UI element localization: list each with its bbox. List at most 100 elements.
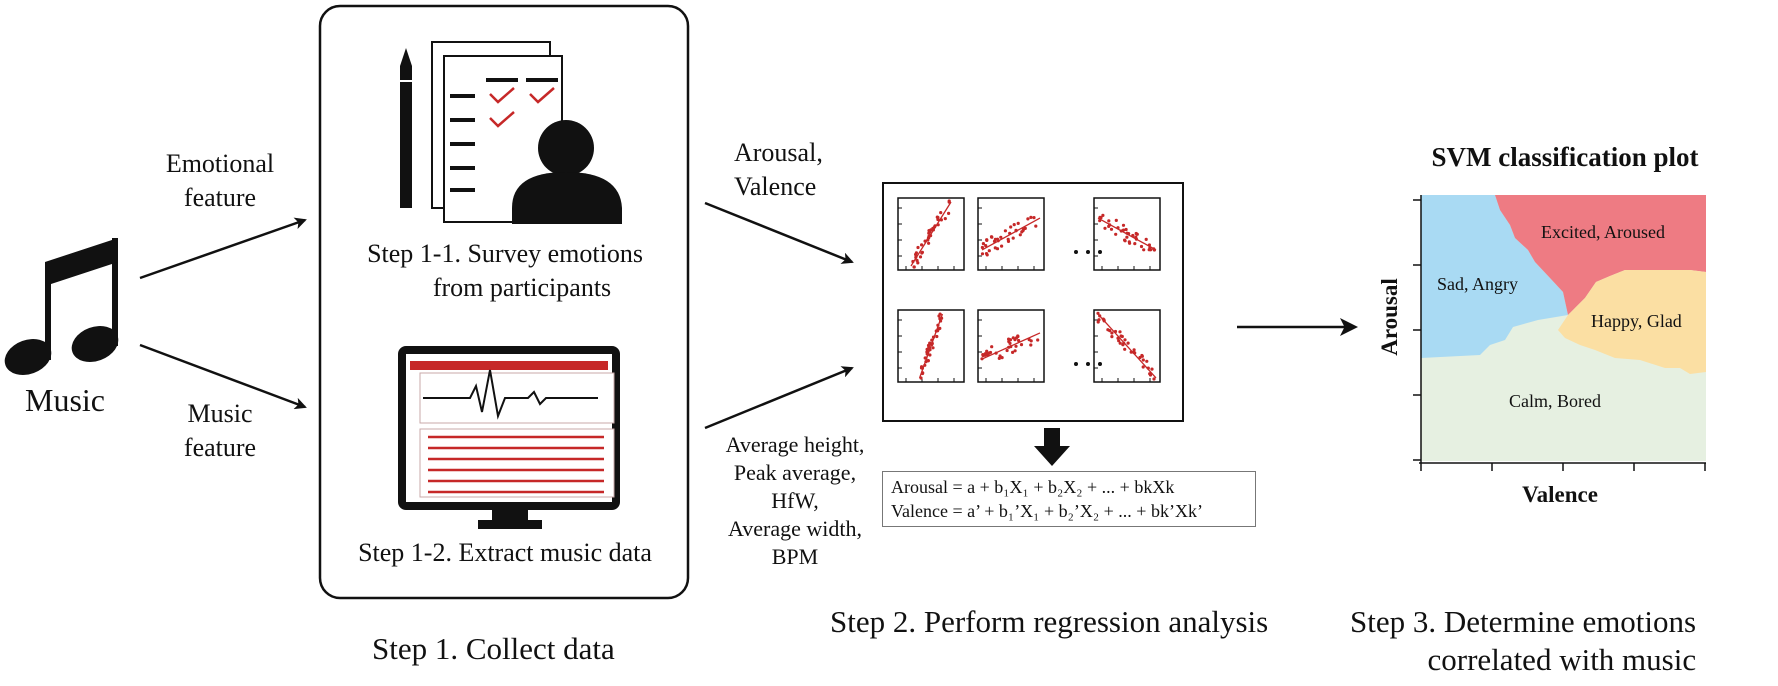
scatter-point	[1014, 229, 1018, 233]
down-arrow-icon	[1034, 428, 1070, 466]
ellipsis-top	[1074, 250, 1102, 254]
scatter-point	[928, 341, 932, 345]
scatter-point	[1005, 348, 1009, 353]
scatter-point	[1029, 343, 1033, 347]
scatter-point	[1135, 232, 1139, 236]
scatter-point	[1144, 237, 1148, 241]
scatter-point	[1103, 226, 1107, 230]
scatter-point	[1018, 233, 1022, 237]
scatter-point	[980, 357, 984, 361]
svm-plot	[1413, 195, 1706, 471]
regression-mini-plots	[897, 197, 1161, 383]
scatter-point	[1124, 227, 1128, 232]
region-excited-aroused	[1495, 195, 1706, 315]
scatter-point	[1098, 219, 1102, 223]
scatter-point	[1017, 338, 1021, 343]
scatter-point	[1006, 237, 1010, 241]
scatter-point	[1152, 247, 1156, 251]
scatter-point	[1096, 311, 1100, 315]
scatter-point	[1110, 335, 1114, 339]
region-label-excited-aroused: Excited, Aroused	[1541, 222, 1665, 242]
scatter-point	[1036, 338, 1040, 342]
scatter-point	[936, 323, 940, 327]
scatter-point	[1121, 343, 1125, 347]
scatter-point	[1121, 223, 1126, 227]
scatter-point	[1140, 354, 1144, 358]
scatter-point	[1146, 366, 1150, 370]
regression-line	[1097, 313, 1157, 379]
scatter-point	[1148, 373, 1153, 377]
step3-caption: Step 3. Determine emotions correlated wi…	[1350, 604, 1697, 677]
scatter-point	[994, 351, 998, 355]
arrow-music-features	[704, 366, 854, 430]
scatter-point	[1016, 221, 1020, 225]
scatter-point	[927, 241, 931, 245]
scatter-point	[914, 251, 919, 255]
scatter-point	[1114, 232, 1118, 236]
scatter-point	[937, 314, 941, 318]
scatter-point	[999, 235, 1003, 239]
arrow-arousal-valence	[704, 201, 854, 264]
scatter-point	[927, 229, 931, 233]
region-sad-angry	[1421, 195, 1568, 358]
scatter-point	[1029, 215, 1033, 219]
scatter-point	[989, 235, 994, 239]
music-feature-label: Music feature	[183, 399, 257, 462]
scatter-point	[926, 359, 930, 363]
svm-xlabel: Valence	[1522, 482, 1598, 507]
scatter-point	[981, 353, 985, 357]
scatter-point	[912, 265, 916, 269]
scatter-point	[931, 346, 935, 350]
scatter-point	[938, 317, 942, 321]
valence-equation: Valence = a’ + b₁’X₁ + b₂’X₂ + ... + bk’…	[891, 501, 1203, 521]
scatter-point	[916, 245, 920, 250]
regression-line	[910, 201, 952, 267]
scatter-point	[1133, 242, 1137, 246]
scatter-point	[920, 243, 924, 247]
scatter-point	[923, 239, 927, 243]
scatter-point	[1117, 339, 1121, 343]
scatter-point	[1109, 227, 1114, 231]
scatter-point	[920, 251, 924, 255]
scatter-point	[923, 363, 927, 367]
scatter-point	[985, 349, 989, 353]
scatter-point	[1141, 358, 1145, 362]
scatter-point	[1150, 367, 1154, 371]
scatter-point	[1032, 216, 1036, 220]
scatter-point	[1014, 336, 1019, 340]
scatter-point	[1107, 224, 1111, 228]
scatter-point	[923, 356, 927, 360]
scatter-point	[1000, 244, 1004, 248]
scatter-point	[943, 217, 947, 221]
scatter-point	[1008, 231, 1012, 235]
scatter-point	[1125, 235, 1129, 239]
scatter-point	[1007, 337, 1011, 341]
scatter-point	[1148, 246, 1152, 250]
scatter-point	[1007, 345, 1011, 349]
scatter-point	[1147, 243, 1151, 247]
scatter-point	[1116, 226, 1120, 230]
scatter-point	[1107, 219, 1111, 223]
scatter-point	[947, 211, 951, 215]
survey-icon	[400, 41, 622, 224]
scatter-point	[1129, 350, 1133, 354]
regression-equations: Arousal = a + b₁X₁ + b₂X₂ + ... + bkXk V…	[882, 471, 1256, 527]
scatter-point	[921, 371, 925, 375]
scatter-point	[1101, 317, 1105, 321]
scatter-point	[990, 345, 994, 349]
scatter-point	[1029, 339, 1033, 343]
step1-1-label: Step 1-1. Survey emotions from participa…	[367, 239, 643, 302]
scatter-point	[1139, 244, 1144, 249]
scatter-point	[1026, 217, 1030, 221]
scatter-point	[998, 354, 1002, 358]
scatter-point	[1118, 341, 1122, 345]
scatter-point	[1014, 344, 1018, 348]
scatter-point	[1152, 377, 1156, 381]
step1-caption: Step 1. Collect data	[372, 631, 615, 666]
scatter-point	[1106, 328, 1110, 332]
scatter-point	[1126, 341, 1130, 345]
svm-plot-title: SVM classification plot	[1431, 142, 1699, 172]
scatter-point	[1118, 330, 1122, 334]
monitor-icon	[398, 346, 620, 529]
arrow-emotional-feature	[139, 217, 307, 280]
